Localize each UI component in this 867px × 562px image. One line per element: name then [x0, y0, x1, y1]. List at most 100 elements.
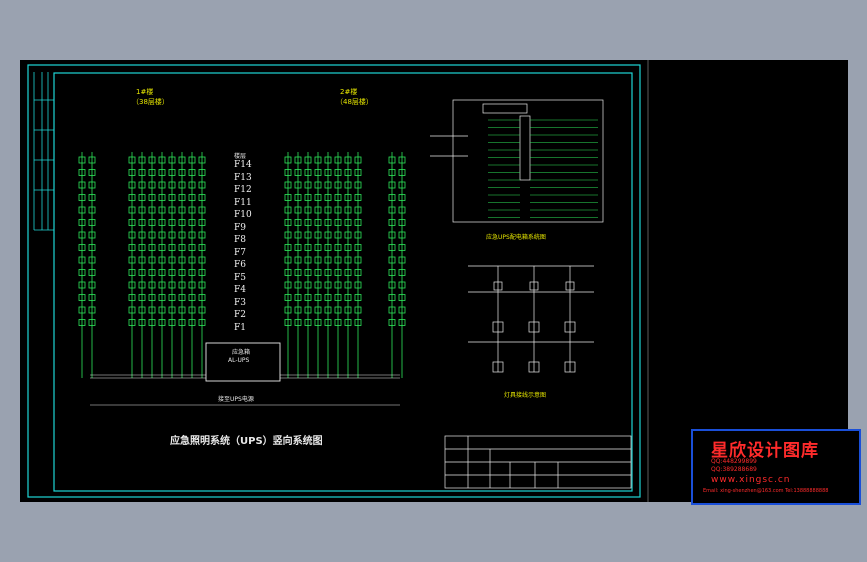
fixture-symbol	[334, 294, 342, 301]
fixture-symbol	[178, 256, 186, 264]
fixture-symbol	[304, 244, 312, 251]
fixture-symbol	[334, 181, 342, 189]
fixture-symbol	[324, 181, 332, 189]
fixture-symbol	[284, 219, 292, 226]
fixture-symbol	[78, 181, 86, 189]
fixture-symbol	[334, 194, 342, 201]
fixture-symbol	[178, 231, 186, 239]
fixture-symbol	[294, 231, 302, 239]
fixture-symbol	[188, 194, 196, 201]
fixture-symbol	[158, 219, 166, 226]
fixture-symbol	[294, 269, 302, 276]
fixture-symbol	[324, 194, 332, 201]
fixture-symbol	[78, 244, 86, 251]
left-block-label: 1#楼	[136, 88, 154, 96]
fixture-symbol	[294, 181, 302, 189]
fixture-symbol	[88, 244, 96, 251]
fixture-symbol	[354, 231, 362, 239]
fixture-symbol	[138, 206, 146, 214]
fixture-symbol	[128, 181, 136, 189]
fixture-symbol	[198, 206, 206, 214]
fixture-symbol	[304, 219, 312, 226]
fixture-symbol	[324, 256, 332, 264]
fixture-symbol	[198, 231, 206, 239]
fixture-symbol	[188, 206, 196, 214]
fixture-symbol	[88, 281, 96, 289]
fixture-symbol	[138, 281, 146, 289]
fixture-symbol	[388, 244, 396, 251]
bus-lines	[90, 374, 400, 406]
fixture-symbol	[398, 194, 406, 201]
fixture-symbol	[78, 206, 86, 214]
fixture-symbol	[188, 181, 196, 189]
sheet-border-outer	[27, 64, 641, 498]
fixture-symbol	[388, 219, 396, 226]
fixture-symbol	[138, 269, 146, 276]
fixture-symbol	[284, 244, 292, 251]
fixture-symbol	[168, 244, 176, 251]
fixture-symbol	[198, 219, 206, 226]
lamp-fixture	[564, 321, 576, 333]
fixture-symbol	[294, 281, 302, 289]
fixture-symbol	[158, 169, 166, 176]
lamp-fixture	[528, 321, 540, 333]
fixture-symbol	[128, 319, 136, 326]
fixture-symbol	[284, 156, 292, 164]
fixture-symbol	[398, 256, 406, 264]
fixture-symbol	[148, 306, 156, 314]
watermark-contact: Email: xing-shenzhen@163.com Tel:1388888…	[703, 488, 829, 494]
fixture-symbol	[344, 169, 352, 176]
fixture-symbol	[354, 294, 362, 301]
fixture-symbol	[334, 219, 342, 226]
fixture-symbol	[148, 206, 156, 214]
fixture-symbol	[334, 231, 342, 239]
fixture-symbol	[198, 244, 206, 251]
fixture-symbol	[388, 306, 396, 314]
fixture-symbol	[168, 206, 176, 214]
fixture-symbol	[398, 281, 406, 289]
fixture-symbol	[314, 281, 322, 289]
ups-panel-code: AL-UPS	[228, 357, 250, 364]
fixture-symbol	[294, 319, 302, 326]
sheet-border-inner	[53, 72, 633, 492]
fixture-symbol	[198, 169, 206, 176]
left-riser-group	[78, 152, 206, 378]
fixture-symbol	[284, 181, 292, 189]
fixture-symbol	[314, 294, 322, 301]
fixture-symbol	[128, 294, 136, 301]
fixture-symbol	[168, 256, 176, 264]
fixture-symbol	[324, 231, 332, 239]
fixture-symbol	[168, 194, 176, 201]
fixture-symbol	[168, 269, 176, 276]
fixture-symbol	[78, 219, 86, 226]
fixture-symbol	[178, 194, 186, 201]
fixture-symbol	[88, 231, 96, 239]
fixture-symbol	[314, 206, 322, 214]
fixture-symbol	[138, 306, 146, 314]
fixture-symbol	[178, 244, 186, 251]
floor-label: F1	[234, 322, 246, 333]
fixture-symbol	[178, 306, 186, 314]
fixture-symbol	[88, 269, 96, 276]
ups-box-diagram	[430, 99, 604, 223]
fixture-symbol	[398, 206, 406, 214]
fixture-symbol	[388, 256, 396, 264]
fixture-symbol	[148, 169, 156, 176]
lamp-fixture	[564, 361, 576, 373]
fixture-symbol	[198, 281, 206, 289]
floor-label: F9	[234, 222, 246, 233]
fixture-symbol	[78, 294, 86, 301]
watermark-qq1: QQ:448299899	[711, 458, 757, 465]
fixture-symbol	[128, 256, 136, 264]
fixture-symbol	[398, 181, 406, 189]
fixture-symbol	[138, 231, 146, 239]
fixture-symbol	[148, 219, 156, 226]
fixture-symbol	[128, 194, 136, 201]
floor-label: F8	[234, 235, 246, 245]
fixture-symbol	[344, 194, 352, 201]
fixture-symbol	[158, 181, 166, 189]
fixture-symbol	[128, 156, 136, 164]
fixture-symbol	[148, 269, 156, 276]
fixture-symbol	[138, 169, 146, 176]
